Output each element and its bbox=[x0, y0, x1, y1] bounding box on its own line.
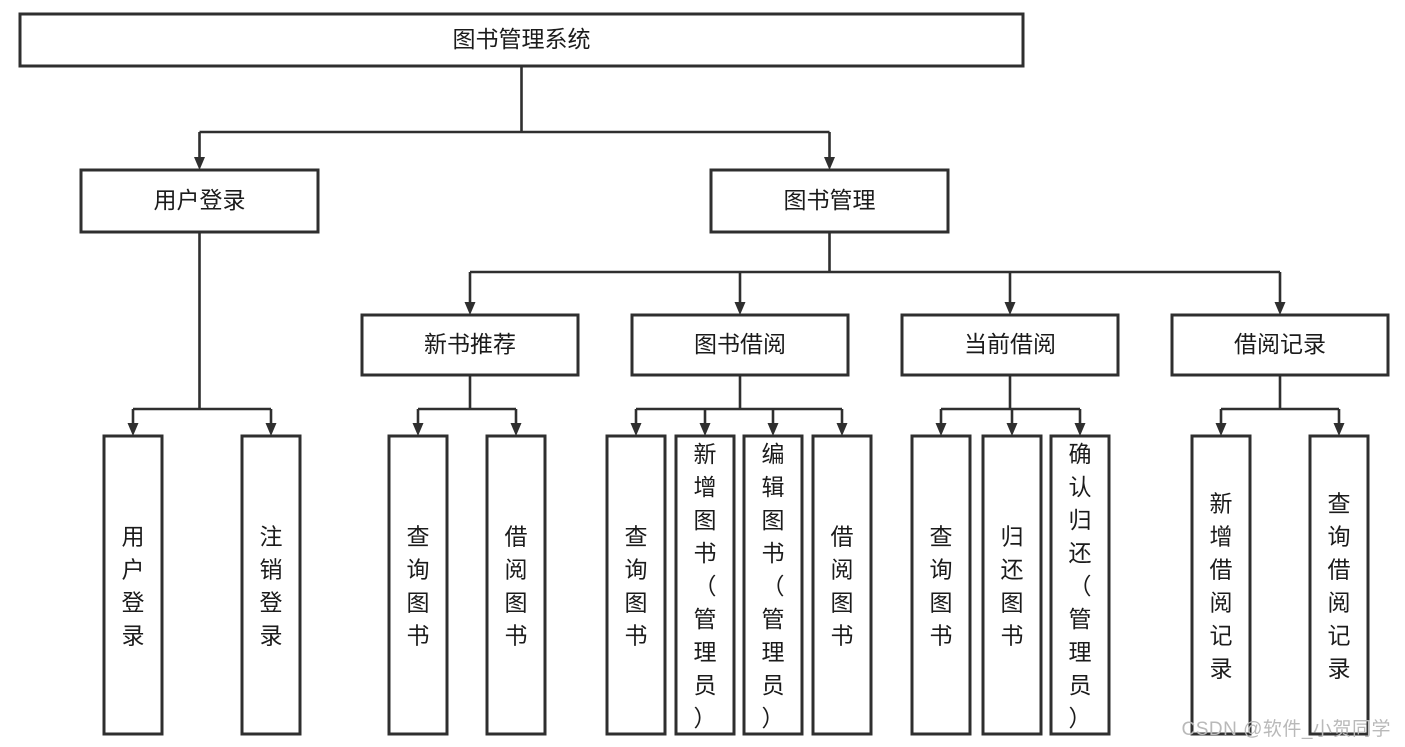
diagram-node-borrow[interactable]: 图书借阅 bbox=[630, 313, 850, 377]
edge-group-root bbox=[194, 66, 835, 170]
node-label: 用户登录 bbox=[154, 187, 246, 213]
edge-group-bookmgr bbox=[464, 232, 1286, 315]
node-box[interactable] bbox=[742, 434, 804, 736]
node-label: 确认归还（管理员） bbox=[1069, 441, 1092, 731]
diagram-node-newbook[interactable]: 新书推荐 bbox=[360, 313, 580, 377]
node-label: 新增借阅记录 bbox=[1210, 491, 1233, 682]
node-box[interactable] bbox=[18, 12, 1025, 68]
edge-layer bbox=[127, 66, 1345, 436]
diagram-node-login-2[interactable]: 注销登录 bbox=[240, 434, 302, 736]
edge-group-current bbox=[935, 375, 1086, 436]
node-box[interactable] bbox=[1170, 313, 1390, 377]
node-box[interactable] bbox=[485, 434, 547, 736]
node-label: 查询图书 bbox=[407, 524, 430, 649]
diagram-node-borrow-2[interactable]: 新增图书（管理员） bbox=[674, 434, 736, 736]
node-label: 当前借阅 bbox=[964, 331, 1056, 357]
node-box[interactable] bbox=[240, 434, 302, 736]
diagram-node-newbook-2[interactable]: 借阅图书 bbox=[485, 434, 547, 736]
node-label: 图书借阅 bbox=[694, 331, 786, 357]
node-label: 编辑图书（管理员） bbox=[762, 441, 785, 731]
node-label: 新增图书（管理员） bbox=[694, 441, 717, 731]
node-label: 查询图书 bbox=[930, 524, 953, 649]
node-box[interactable] bbox=[674, 434, 736, 736]
diagram-node-records-2[interactable]: 查询借阅记录 bbox=[1308, 434, 1370, 736]
node-box[interactable] bbox=[910, 434, 972, 736]
node-label: 借阅记录 bbox=[1234, 331, 1326, 357]
node-box[interactable] bbox=[387, 434, 449, 736]
node-label: 用户登录 bbox=[122, 524, 145, 649]
diagram-node-current-1[interactable]: 查询图书 bbox=[910, 434, 972, 736]
node-box[interactable] bbox=[709, 168, 950, 234]
node-box[interactable] bbox=[1190, 434, 1252, 736]
diagram-node-root[interactable]: 图书管理系统 bbox=[18, 12, 1025, 68]
node-label: 借阅图书 bbox=[505, 524, 528, 649]
node-box[interactable] bbox=[981, 434, 1043, 736]
edge-group-borrow bbox=[630, 375, 848, 436]
node-box[interactable] bbox=[1049, 434, 1111, 736]
diagram-node-current-2[interactable]: 归还图书 bbox=[981, 434, 1043, 736]
diagram-node-borrow-1[interactable]: 查询图书 bbox=[605, 434, 667, 736]
edge-group-newbook bbox=[412, 375, 522, 436]
node-box[interactable] bbox=[102, 434, 164, 736]
node-label: 新书推荐 bbox=[424, 331, 516, 357]
diagram-node-login-1[interactable]: 用户登录 bbox=[102, 434, 164, 736]
node-layer: 图书管理系统用户登录图书管理新书推荐图书借阅当前借阅借阅记录用户登录注销登录查询… bbox=[18, 12, 1390, 736]
diagram-node-login[interactable]: 用户登录 bbox=[79, 168, 320, 234]
node-box[interactable] bbox=[900, 313, 1120, 377]
node-label: 查询图书 bbox=[625, 524, 648, 649]
edge-group-records bbox=[1215, 375, 1345, 436]
diagram-node-bookmgr[interactable]: 图书管理 bbox=[709, 168, 950, 234]
node-label: 注销登录 bbox=[260, 524, 283, 649]
edge-group-login bbox=[127, 232, 277, 436]
diagram-node-current-3[interactable]: 确认归还（管理员） bbox=[1049, 434, 1111, 736]
node-label: 图书管理系统 bbox=[453, 26, 591, 52]
diagram-node-borrow-3[interactable]: 编辑图书（管理员） bbox=[742, 434, 804, 736]
node-box[interactable] bbox=[1308, 434, 1370, 736]
node-box[interactable] bbox=[79, 168, 320, 234]
diagram-node-records[interactable]: 借阅记录 bbox=[1170, 313, 1390, 377]
diagram-node-newbook-1[interactable]: 查询图书 bbox=[387, 434, 449, 736]
node-label: 借阅图书 bbox=[831, 524, 854, 649]
node-label: 查询借阅记录 bbox=[1328, 491, 1351, 682]
diagram-node-records-1[interactable]: 新增借阅记录 bbox=[1190, 434, 1252, 736]
node-box[interactable] bbox=[360, 313, 580, 377]
node-label: 归还图书 bbox=[1001, 524, 1024, 649]
node-box[interactable] bbox=[630, 313, 850, 377]
diagram-node-borrow-4[interactable]: 借阅图书 bbox=[811, 434, 873, 736]
node-box[interactable] bbox=[605, 434, 667, 736]
node-box[interactable] bbox=[811, 434, 873, 736]
diagram-node-current[interactable]: 当前借阅 bbox=[900, 313, 1120, 377]
node-label: 图书管理 bbox=[784, 187, 876, 213]
